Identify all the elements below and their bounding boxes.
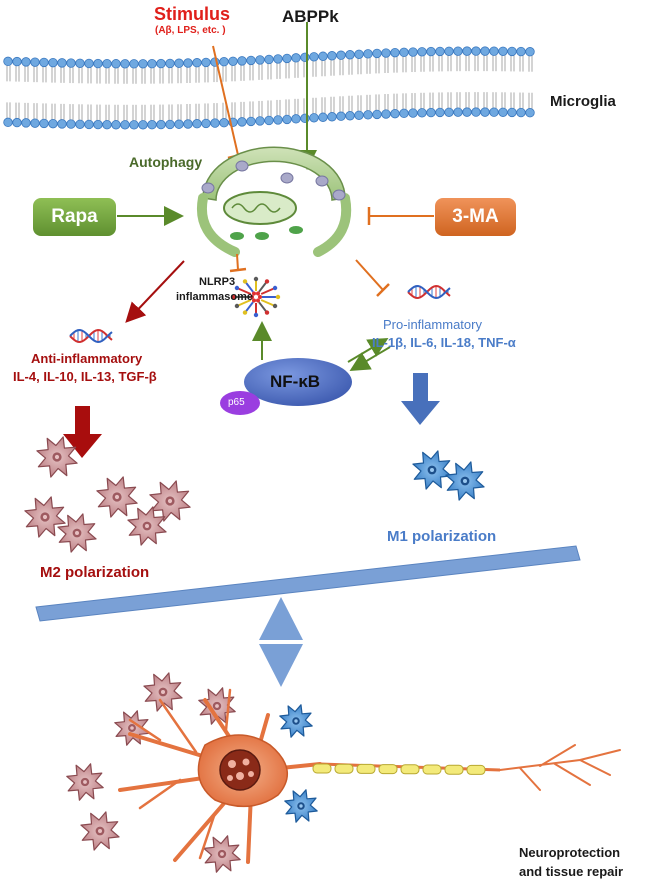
three-ma-box: 3-MA: [435, 198, 516, 236]
rapa-box: Rapa: [33, 198, 116, 236]
m2-cell: [143, 672, 183, 712]
m2-cell: [96, 476, 138, 518]
m1-cell: [445, 461, 485, 501]
m1-cell: [284, 789, 318, 823]
pro-inflammatory-list: IL-1β, IL-6, IL-18, TNF-α: [372, 335, 516, 350]
m2-cell: [80, 811, 120, 851]
nfkb-label: NF-κB: [270, 372, 321, 391]
autophagosome: [197, 146, 352, 257]
outcome-label-2: and tissue repair: [519, 864, 624, 879]
m1-big-arrow: [401, 373, 440, 425]
m2-cell: [198, 687, 236, 725]
m2-polarization-label: M2 polarization: [40, 564, 150, 581]
m2-cell: [57, 513, 97, 553]
autophagy-nlrp3-inhibit: [229, 253, 247, 273]
abppk-label: ABPPk: [282, 7, 339, 26]
m2-cell: [127, 506, 167, 546]
m2-cell: [149, 480, 191, 522]
neuron: [118, 688, 621, 864]
p65-subunit: [220, 391, 260, 415]
nlrp3-label-1: NLRP3: [199, 276, 236, 288]
balance-beam: [35, 545, 581, 622]
dna-pro-icon: [407, 284, 451, 300]
p65-label: p65: [228, 397, 245, 408]
m1-polarization-label: M1 polarization: [387, 528, 497, 545]
outcome-label-1: Neuroprotection: [519, 845, 621, 860]
anti-inflammatory-list: IL-4, IL-10, IL-13, TGF-β: [13, 369, 157, 384]
m1-cell: [412, 450, 452, 490]
cell-membrane: [3, 46, 535, 130]
anti-inflammatory-arrow: [125, 260, 185, 323]
stimulus-sublabel: (Aβ, LPS, etc. ): [155, 25, 226, 36]
nlrp3-label-2: inflammasome: [176, 291, 254, 303]
fulcrum-bottom: [259, 644, 303, 687]
nlrp3-inflammasome-icon: [231, 276, 281, 318]
autophagy-pro-inhibit: [355, 259, 390, 297]
m2-cell: [66, 763, 104, 801]
autophagy-label: Autophagy: [129, 154, 203, 170]
m2-cell: [203, 835, 241, 873]
m1-cell: [279, 704, 313, 738]
anti-inflammatory-title: Anti-inflammatory: [31, 351, 143, 366]
microglia-label: Microglia: [550, 93, 616, 110]
m2-cell: [36, 436, 78, 478]
stimulus-label: Stimulus: [154, 4, 231, 24]
nfkb-complex: [244, 358, 352, 406]
dna-anti-icon: [69, 328, 113, 344]
fulcrum-top: [259, 597, 303, 640]
three-ma-inhibit: [367, 207, 434, 225]
m2-cell: [114, 710, 150, 746]
m2-cell: [24, 496, 66, 538]
pro-inflammatory-title: Pro-inflammatory: [383, 317, 482, 332]
m2-big-arrow: [63, 406, 102, 458]
pro-nfkb-arrow: [349, 346, 391, 372]
